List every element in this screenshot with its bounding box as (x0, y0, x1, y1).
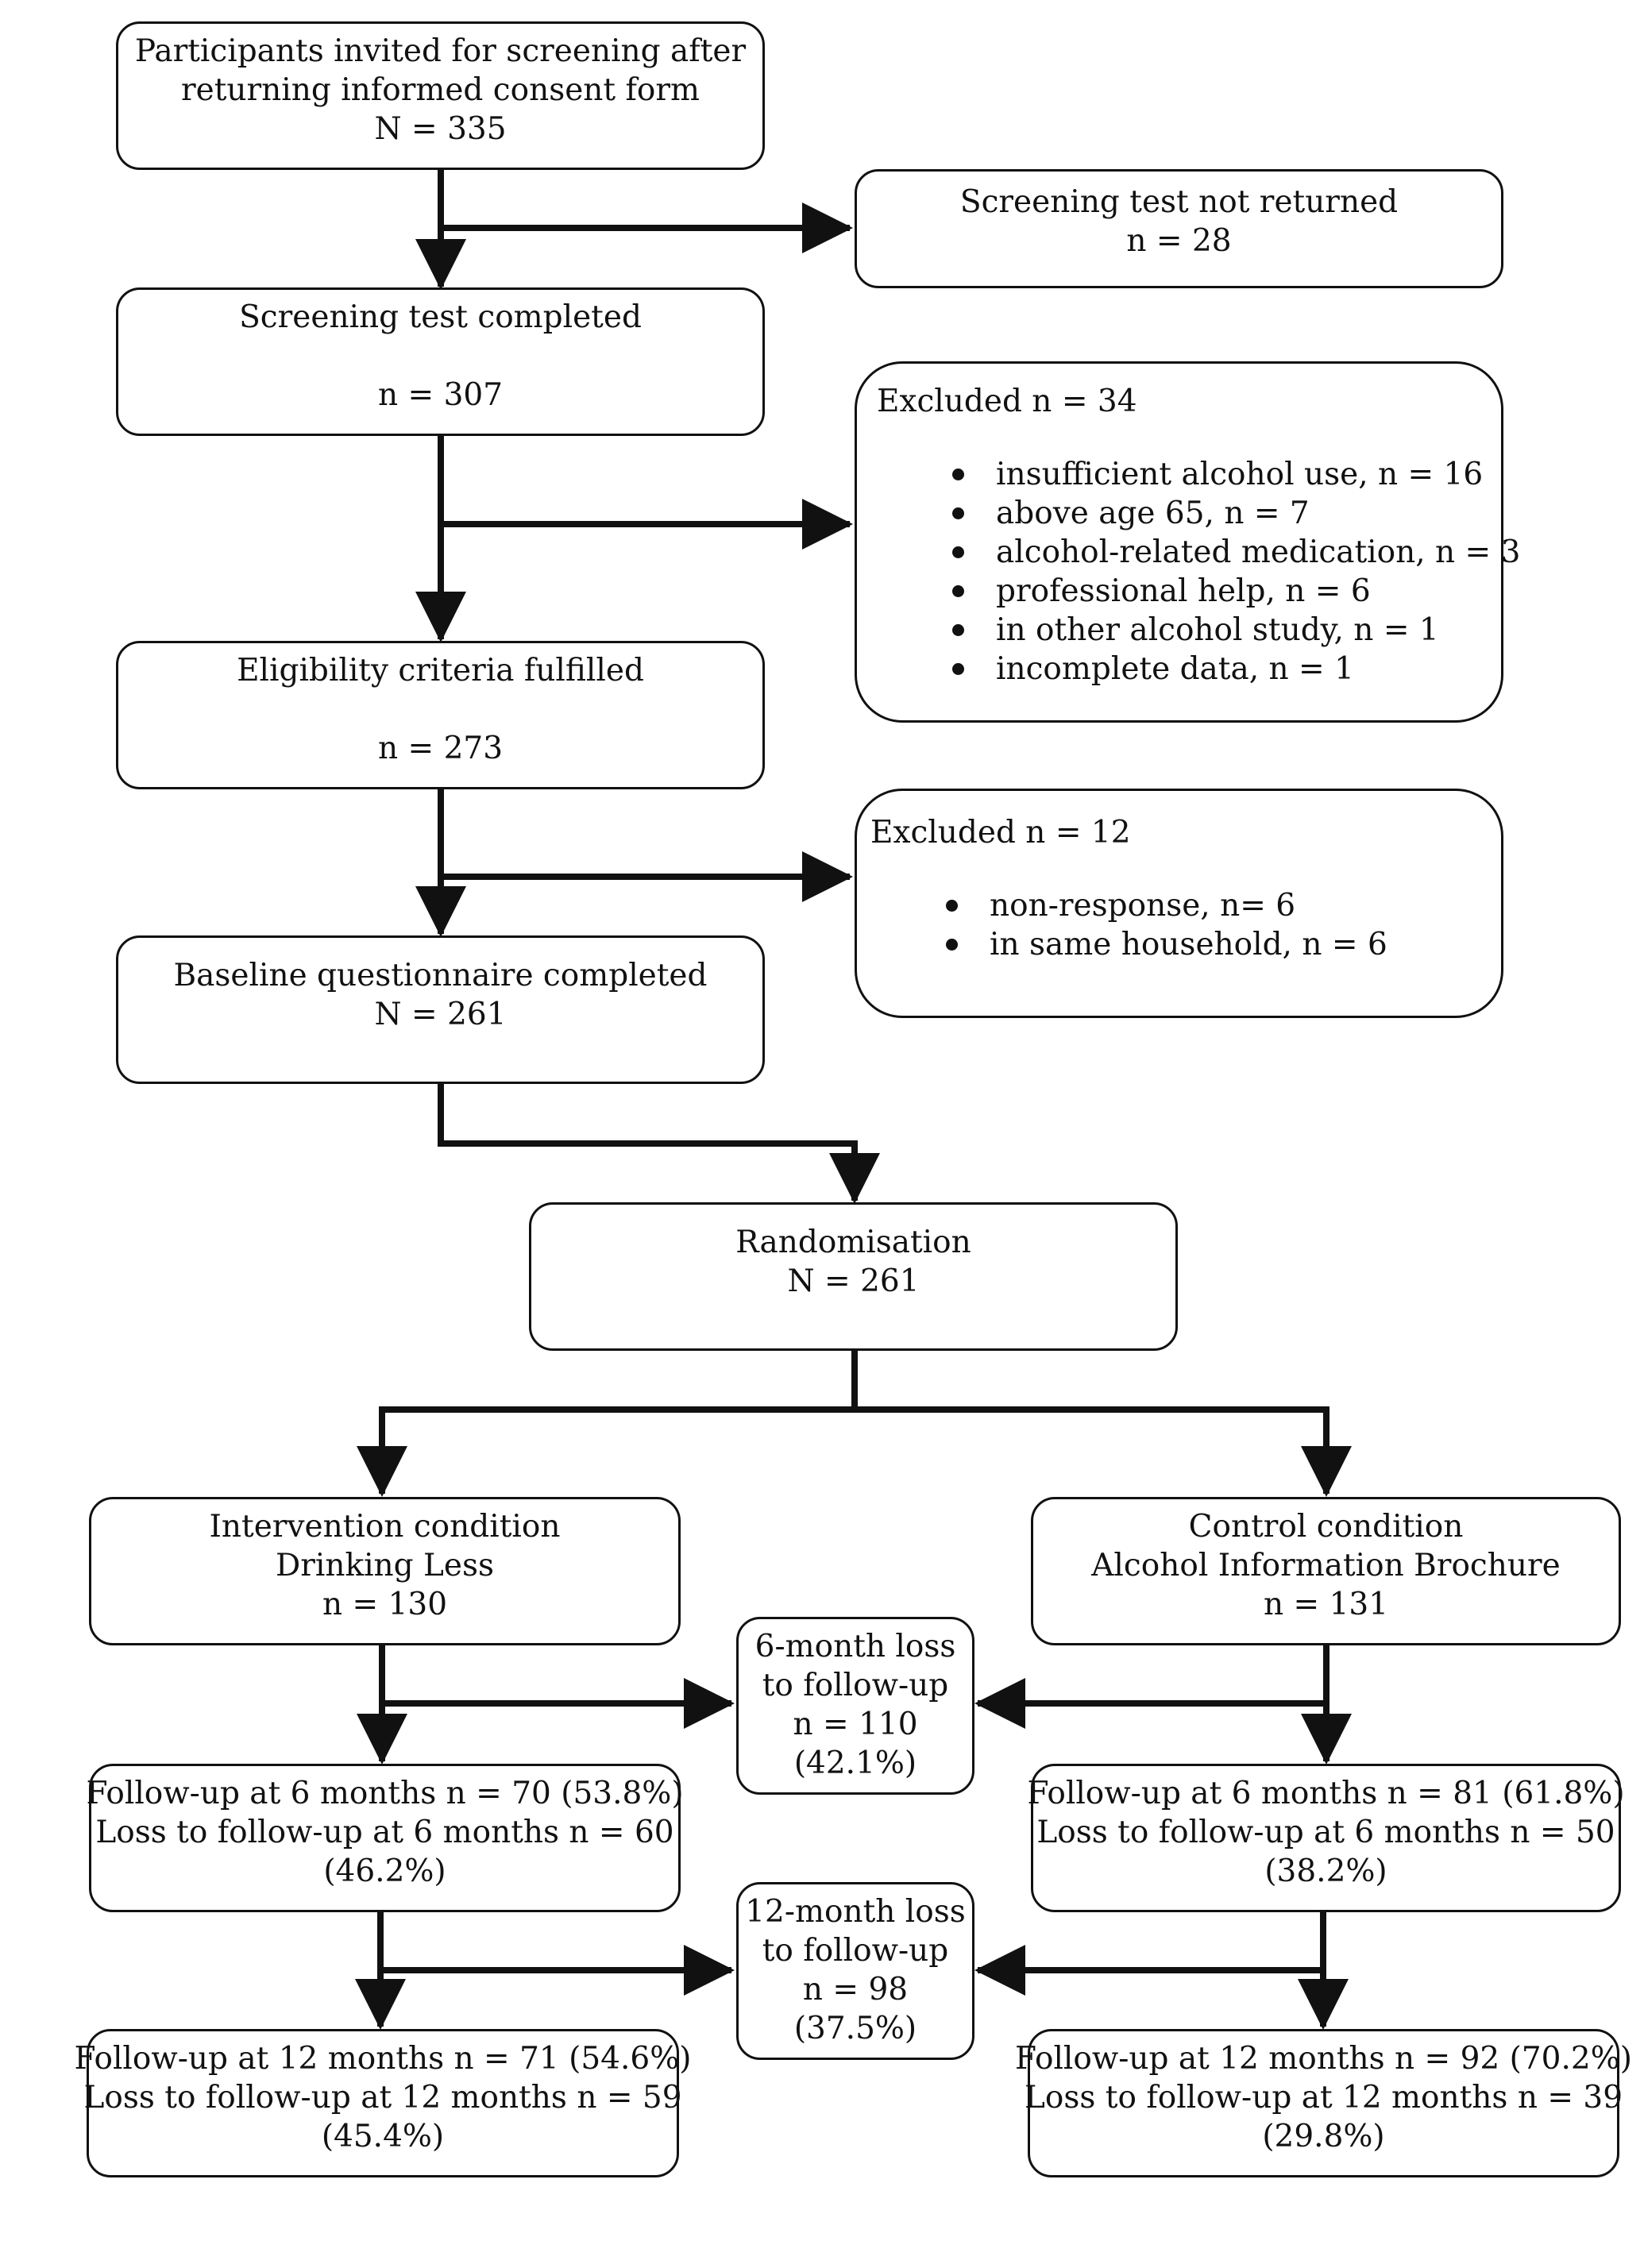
node-screening-completed-line1: Screening test completed (239, 299, 642, 335)
bullet-icon (952, 507, 964, 519)
node-intervention-12-months: Follow-up at 12 months n = 71 (54.6%) Lo… (75, 2029, 691, 2177)
node-loss-12-count: n = 98 (802, 1972, 909, 2008)
node-baseline: Baseline questionnaire completed N = 261 (116, 935, 765, 1084)
node-ctrl-12-line2: Loss to follow-up at 12 months n = 39 (1024, 2080, 1623, 2116)
node-excluded-12-title: Excluded n = 12 (870, 815, 1131, 850)
node-int-12-line2: Loss to follow-up at 12 months n = 59 (83, 2080, 682, 2116)
node-ctrl-12-line3: (29.8%) (1262, 2119, 1385, 2154)
node-invited: Participants invited for screening after… (116, 21, 765, 170)
node-eligibility: Eligibility criteria fulfilled n = 273 (116, 641, 765, 789)
node-screening-completed: Screening test completed n = 307 (116, 287, 765, 436)
exclusion-reason-text: above age 65, n = 7 (996, 496, 1310, 531)
spacer (877, 421, 1501, 455)
node-excluded-34-title: Excluded n = 34 (877, 384, 1137, 419)
node-ctrl-6-line3: (38.2%) (1264, 1853, 1387, 1889)
node-baseline-line1: Baseline questionnaire completed (173, 958, 708, 993)
node-loss-12-line1: 12-month loss (745, 1894, 966, 1930)
node-control-line1: Control condition (1188, 1509, 1464, 1545)
node-intervention-line1: Intervention condition (209, 1509, 561, 1545)
node-not-returned-count: n = 28 (1126, 223, 1232, 259)
node-screening-completed-count: n = 307 (377, 377, 504, 413)
node-loss-6-percent: (42.1%) (793, 1745, 917, 1781)
node-loss-12-line2: to follow-up (762, 1933, 949, 1969)
exclusion-reason: professional help, n = 6 (877, 572, 1501, 611)
node-control-line2: Alcohol Information Brochure (1091, 1548, 1561, 1583)
exclusion-reason-text: non-response, n= 6 (990, 888, 1296, 924)
node-invited-line1: Participants invited for screening after (134, 33, 747, 69)
bullet-icon (952, 469, 964, 480)
exclusion-reason: incomplete data, n = 1 (877, 650, 1501, 688)
node-control-count: n = 131 (1263, 1587, 1389, 1622)
exclusion-reason: in other alcohol study, n = 1 (877, 611, 1501, 650)
exclusion-reason: in same household, n = 6 (870, 925, 1501, 964)
node-loss-12-months: 12-month loss to follow-up n = 98 (37.5%… (736, 1882, 974, 2060)
bullet-icon (952, 624, 964, 636)
exclusion-reason: non-response, n= 6 (870, 886, 1501, 925)
bullet-icon (952, 663, 964, 675)
node-randomisation-line1: Randomisation (735, 1225, 971, 1260)
excluded-34-reasons: insufficient alcohol use, n = 16 above ag… (877, 455, 1520, 688)
node-randomisation: Randomisation N = 261 (529, 1202, 1178, 1351)
bullet-icon (946, 900, 958, 912)
node-ctrl-6-line1: Follow-up at 6 months n = 81 (61.8%) (1027, 1776, 1625, 1811)
node-intervention-count: n = 130 (322, 1587, 448, 1622)
node-loss-6-months: 6-month loss to follow-up n = 110 (42.1%… (736, 1617, 974, 1795)
node-not-returned: Screening test not returned n = 28 (855, 169, 1503, 288)
node-invited-line2: returning informed consent form (180, 72, 700, 108)
arrow-to-intervention (357, 1406, 858, 1497)
node-randomisation-count: N = 261 (787, 1263, 920, 1299)
node-int-6-line2: Loss to follow-up at 6 months n = 60 (95, 1815, 674, 1850)
arrow-to-control (851, 1406, 1352, 1497)
node-int-12-line1: Follow-up at 12 months n = 71 (54.6%) (74, 2041, 692, 2077)
node-ctrl-6-line2: Loss to follow-up at 6 months n = 50 (1036, 1815, 1615, 1850)
node-loss-6-line1: 6-month loss (754, 1629, 956, 1664)
node-invited-count: N = 335 (374, 111, 507, 147)
node-int-12-line3: (45.4%) (321, 2119, 445, 2154)
node-loss-6-count: n = 110 (793, 1707, 918, 1742)
exclusion-reason: insufficient alcohol use, n = 16 (877, 455, 1501, 494)
node-loss-6-line2: to follow-up (762, 1668, 949, 1703)
spacer (870, 852, 1501, 886)
exclusion-reason: alcohol-related medication, n = 3 (877, 533, 1520, 572)
node-excluded-34: Excluded n = 34 insufficient alcohol use… (855, 361, 1520, 723)
node-baseline-count: N = 261 (374, 997, 507, 1032)
bullet-icon (952, 546, 964, 558)
bullet-icon (946, 939, 958, 951)
exclusion-reason-text: incomplete data, n = 1 (996, 651, 1354, 687)
node-intervention-line2: Drinking Less (275, 1548, 495, 1583)
exclusion-reason: above age 65, n = 7 (877, 494, 1501, 533)
node-loss-12-percent: (37.5%) (793, 2011, 917, 2046)
node-ctrl-12-line1: Follow-up at 12 months n = 92 (70.2%) (1015, 2041, 1632, 2077)
node-eligibility-count: n = 273 (377, 731, 504, 766)
exclusion-reason-text: professional help, n = 6 (996, 573, 1371, 609)
node-int-6-line1: Follow-up at 6 months n = 70 (53.8%) (86, 1776, 684, 1811)
exclusion-reason-text: alcohol-related medication, n = 3 (996, 534, 1521, 570)
node-not-returned-line1: Screening test not returned (959, 184, 1399, 220)
node-intervention-6-months: Follow-up at 6 months n = 70 (53.8%) Los… (86, 1764, 684, 1912)
arrow-baseline-to-randomisation (438, 1081, 880, 1204)
node-intervention: Intervention condition Drinking Less n =… (89, 1497, 681, 1645)
exclusion-reason-text: insufficient alcohol use, n = 16 (996, 457, 1484, 492)
node-int-6-line3: (46.2%) (323, 1853, 446, 1889)
node-control: Control condition Alcohol Information Br… (1031, 1497, 1621, 1645)
node-eligibility-line1: Eligibility criteria fulfilled (237, 653, 644, 688)
node-control-12-months: Follow-up at 12 months n = 92 (70.2%) Lo… (1015, 2029, 1632, 2177)
node-control-6-months: Follow-up at 6 months n = 81 (61.8%) Los… (1027, 1764, 1625, 1912)
bullet-icon (952, 585, 964, 597)
exclusion-reason-text: in same household, n = 6 (990, 927, 1387, 962)
exclusion-reason-text: in other alcohol study, n = 1 (996, 612, 1439, 648)
